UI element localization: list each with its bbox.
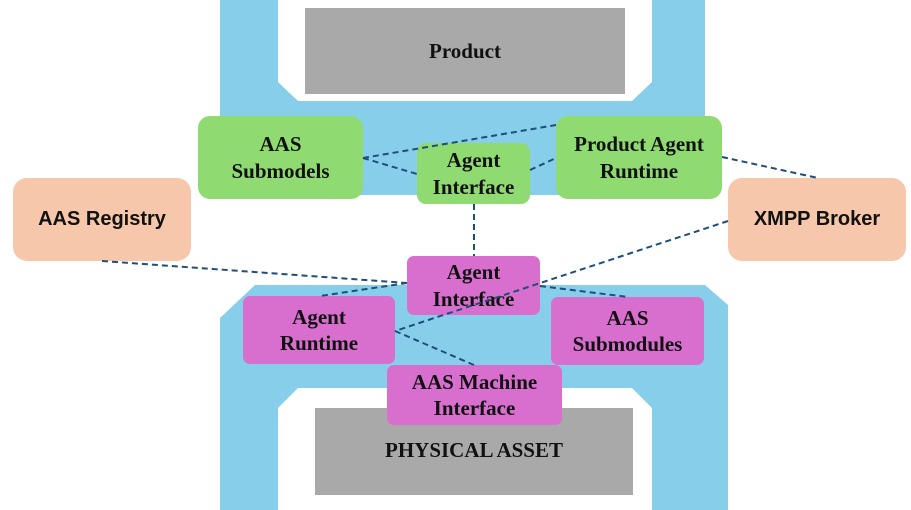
machine-agent-interface-box: Agent Interface xyxy=(407,256,540,315)
machine-aas-submodules-label: AAS Submodules xyxy=(572,305,683,356)
xmpp-broker-label: XMPP Broker xyxy=(753,208,881,230)
product-agent-interface-label: Agent Interface xyxy=(432,148,515,199)
product-agent-interface-box: Agent Interface xyxy=(417,143,530,204)
product-label: Product xyxy=(429,38,501,63)
machine-aas-submodules-box: AAS Submodules xyxy=(551,297,704,365)
product-aas-submodels-label: AAS Submodels xyxy=(231,132,330,183)
product-box: Product xyxy=(305,8,625,94)
aas-machine-interface-label: AAS Machine Interface xyxy=(411,369,538,420)
product-agent-runtime-label: Product Agent Runtime xyxy=(574,132,704,183)
aas-machine-interface-box: AAS Machine Interface xyxy=(387,365,562,425)
aas-registry-box: AAS Registry xyxy=(13,178,191,261)
machine-agent-interface-label: Agent Interface xyxy=(432,260,515,311)
xmpp-broker-box: XMPP Broker xyxy=(728,178,906,261)
physical-asset-label: PHYSICAL ASSET xyxy=(385,438,563,463)
machine-agent-runtime-label: Agent Runtime xyxy=(279,304,359,355)
machine-agent-runtime-box: Agent Runtime xyxy=(243,296,395,364)
product-agent-runtime-box: Product Agent Runtime xyxy=(556,116,722,199)
aas-registry-label: AAS Registry xyxy=(38,208,166,230)
product-aas-submodels-box: AAS Submodels xyxy=(198,116,363,199)
